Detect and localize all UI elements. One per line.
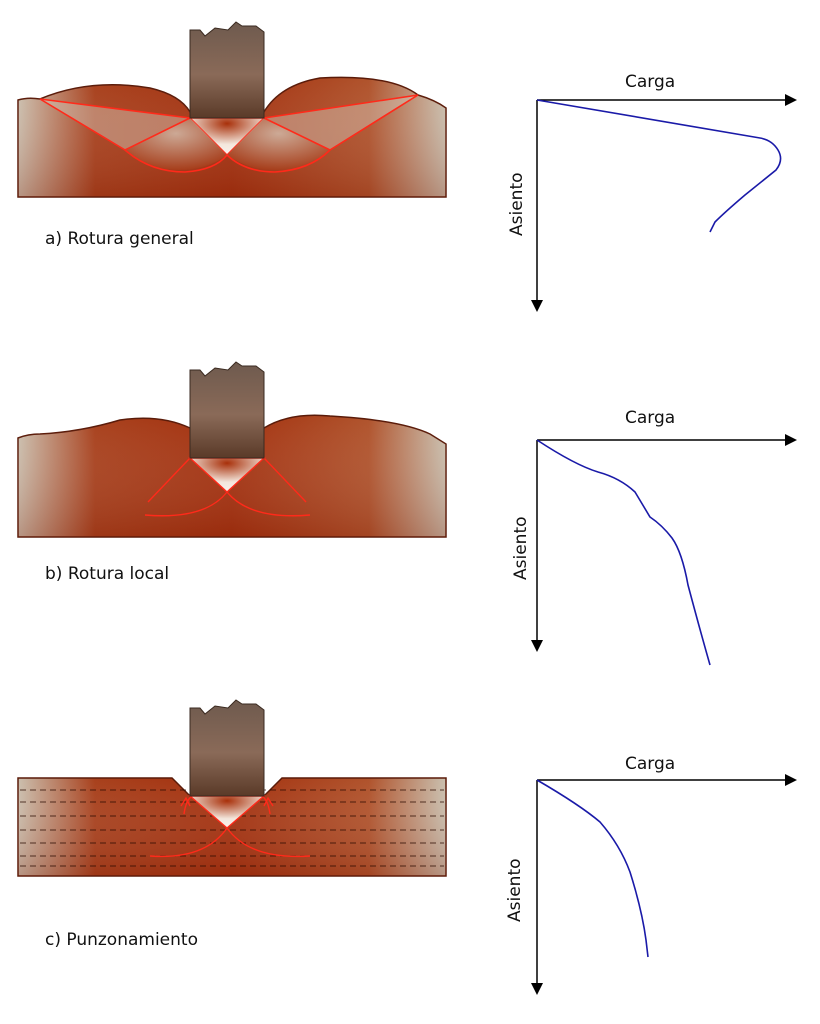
chart-b: Carga Asiento [511,408,797,666]
footing-a [189,21,265,119]
load-axis-label-a: Carga [625,72,675,92]
load-settlement-curve-c [536,779,649,958]
load-axis-label-b: Carga [625,408,675,428]
failure-lines-b [144,457,311,517]
footing-b [189,361,265,459]
failure-lines-c [149,795,311,858]
caption-b: b) Rotura local [45,564,169,584]
failure-lines-a [39,94,419,173]
settlement-axis-label-c: Asiento [505,858,525,922]
settlement-axis-label-b: Asiento [511,516,531,580]
caption-c: c) Punzonamiento [45,930,198,950]
caption-a: a) Rotura general [45,229,194,249]
failure-zones-a [40,95,418,170]
footing-c [189,699,265,797]
load-axis-label-c: Carga [625,754,675,774]
load-settlement-curve-a [536,99,782,233]
load-settlement-curve-b [536,439,711,666]
chart-a: Carga Asiento [507,72,797,312]
chart-c: Carga Asiento [505,754,797,995]
settlement-axis-label-a: Asiento [507,172,527,236]
